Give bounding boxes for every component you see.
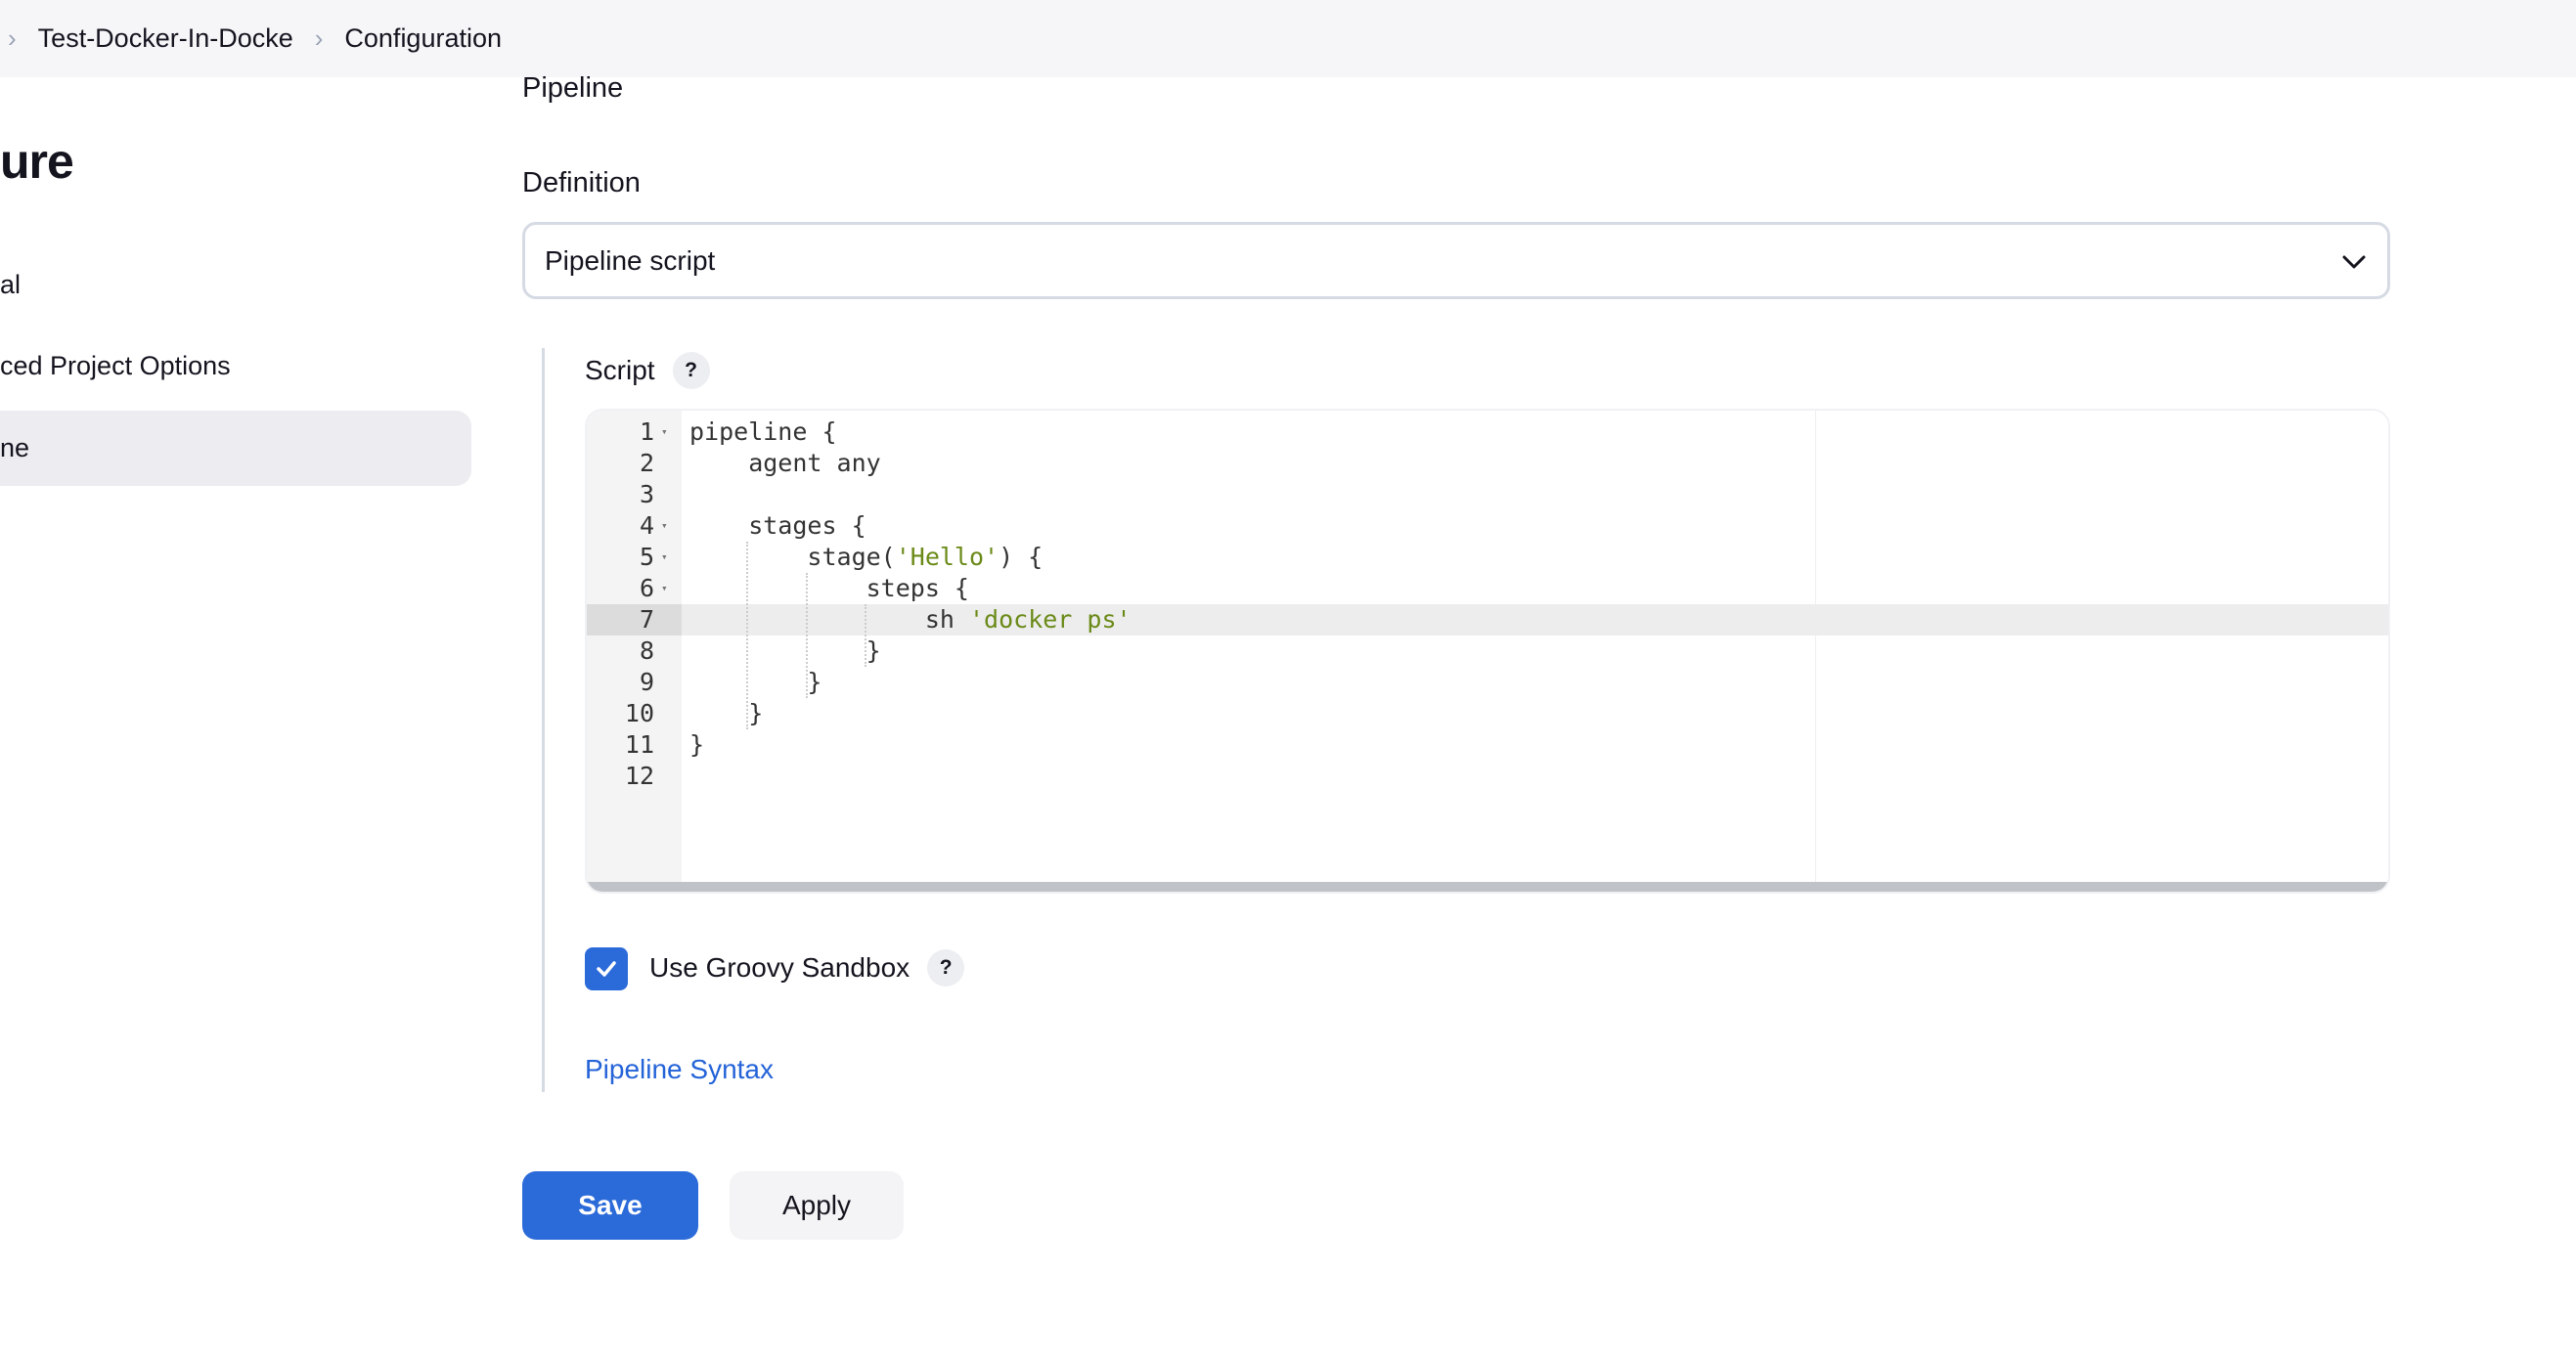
line-number: 3 — [639, 480, 654, 508]
code-token: pipeline { — [689, 417, 837, 446]
script-label-row: Script ? — [585, 352, 710, 389]
help-icon[interactable]: ? — [927, 949, 965, 986]
script-label: Script — [585, 355, 655, 385]
code-text: steps { — [689, 573, 969, 604]
code-line: 10 } — [587, 698, 2388, 729]
code-token: steps { — [689, 574, 969, 602]
string-token: 'docker ps' — [968, 605, 1132, 634]
section-divider — [542, 348, 545, 1092]
code-text: } — [689, 729, 704, 761]
code-text: agent any — [689, 448, 881, 479]
code-text: stage('Hello') { — [689, 542, 1043, 573]
code-line: 5 ▾ stage('Hello') { — [587, 542, 2388, 573]
print-margin — [1815, 411, 1816, 892]
code-line: 6 ▾ steps { — [587, 573, 2388, 604]
checkmark-icon — [597, 961, 616, 977]
help-icon[interactable]: ? — [672, 352, 710, 389]
groovy-sandbox-checkbox[interactable] — [585, 947, 628, 990]
sidebar-item-label: ced Project Options — [0, 351, 231, 380]
apply-button[interactable]: Apply — [730, 1171, 904, 1240]
code-token: stage( — [689, 543, 896, 571]
breadcrumb: › Test-Docker-In-Docke › Configuration — [0, 0, 2576, 77]
code-line: 11} — [587, 729, 2388, 761]
sidebar-item-advanced-project-options[interactable]: ced Project Options — [0, 329, 471, 404]
chevron-right-icon: › — [314, 23, 324, 53]
pipeline-syntax-link[interactable]: Pipeline Syntax — [585, 1054, 775, 1084]
code-line: 3 — [587, 479, 2388, 510]
line-number: 5 — [639, 543, 654, 571]
editor-gutter — [587, 411, 682, 892]
section-heading: Pipeline — [522, 72, 624, 104]
code-line: 7 sh 'docker ps' — [587, 604, 2388, 636]
breadcrumb-job[interactable]: Test-Docker-In-Docke — [37, 23, 293, 53]
code-token: } — [689, 699, 764, 727]
line-number: 10 — [624, 699, 654, 727]
code-text: } — [689, 698, 763, 729]
line-number: 4 — [639, 511, 654, 540]
definition-selected-value: Pipeline script — [545, 244, 716, 276]
definition-label: Definition — [522, 167, 641, 198]
fold-arrow-icon[interactable]: ▾ — [661, 519, 668, 532]
horizontal-scrollbar[interactable] — [587, 882, 2388, 892]
code-line: 9 } — [587, 667, 2388, 698]
line-number: 8 — [639, 636, 654, 665]
sandbox-label-row: Use Groovy Sandbox ? — [649, 949, 965, 986]
code-token: agent any — [689, 449, 881, 477]
page-title: ure — [0, 134, 74, 189]
code-token: } — [689, 668, 822, 696]
fold-arrow-icon[interactable]: ▾ — [661, 582, 668, 594]
fold-arrow-icon[interactable]: ▾ — [661, 550, 668, 563]
line-number: 7 — [587, 604, 682, 636]
line-number: 6 — [639, 574, 654, 602]
line-number: 12 — [624, 762, 654, 790]
fold-arrow-icon[interactable]: ▾ — [661, 425, 668, 438]
code-text: } — [689, 667, 822, 698]
chevron-right-icon: › — [8, 23, 17, 53]
code-text: } — [689, 636, 881, 667]
code-text: pipeline { — [689, 416, 837, 448]
line-number: 9 — [639, 668, 654, 696]
indent-guide — [746, 542, 749, 729]
code-token: } — [689, 730, 705, 759]
code-text: stages { — [689, 510, 866, 542]
line-number: 2 — [639, 449, 654, 477]
code-token: stages { — [689, 511, 866, 540]
code-line: 12 — [587, 761, 2388, 792]
code-token: ) { — [999, 543, 1044, 571]
save-button[interactable]: Save — [522, 1171, 698, 1240]
code-line: 1 ▾ pipeline { — [587, 416, 2388, 448]
line-number: 11 — [624, 730, 654, 759]
code-line: 2 agent any — [587, 448, 2388, 479]
sidebar-item-general[interactable]: al — [0, 247, 471, 323]
chevron-down-icon — [2342, 255, 2366, 269]
string-token: 'Hello' — [895, 543, 999, 571]
code-line: 4 ▾ stages { — [587, 510, 2388, 542]
code-text: sh 'docker ps' — [689, 604, 1132, 636]
definition-select[interactable]: Pipeline script — [522, 222, 2390, 299]
code-line: 8 } — [587, 636, 2388, 667]
code-token: } — [689, 636, 881, 665]
sandbox-label[interactable]: Use Groovy Sandbox — [649, 952, 910, 983]
code-token: sh — [689, 605, 969, 634]
sidebar-item-label: ne — [0, 433, 30, 462]
indent-guide — [865, 604, 867, 667]
sidebar-item-label: al — [0, 270, 22, 299]
indent-guide — [805, 573, 808, 698]
sidebar-item-pipeline[interactable]: ne — [0, 411, 471, 486]
breadcrumb-configuration[interactable]: Configuration — [344, 23, 503, 53]
line-number: 1 — [639, 417, 654, 446]
